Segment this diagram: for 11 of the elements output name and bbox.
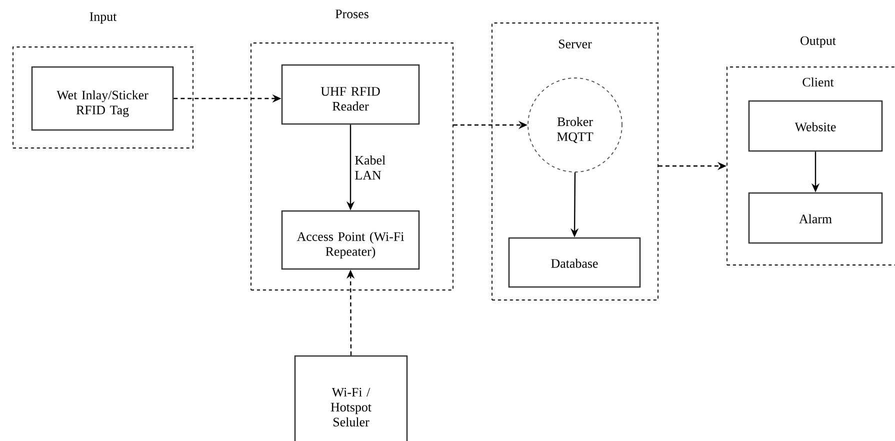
- process-box: Access Point (Wi-Fi Repeater): [281, 210, 420, 270]
- process-box: UHF RFID Reader: [281, 64, 420, 125]
- process-box: Wet Inlay/Sticker RFID Tag: [31, 66, 174, 131]
- node-label: Proses: [335, 10, 368, 18]
- node-label: Input: [90, 12, 117, 24]
- process-box: Wi-Fi / Hotspot Seluler: [294, 355, 408, 441]
- edge-label: Kabel LAN: [354, 154, 396, 180]
- node-label: Output: [800, 36, 836, 48]
- process-box: Website: [748, 100, 883, 152]
- process-box: Database: [508, 237, 641, 288]
- process-box: Alarm: [748, 192, 883, 244]
